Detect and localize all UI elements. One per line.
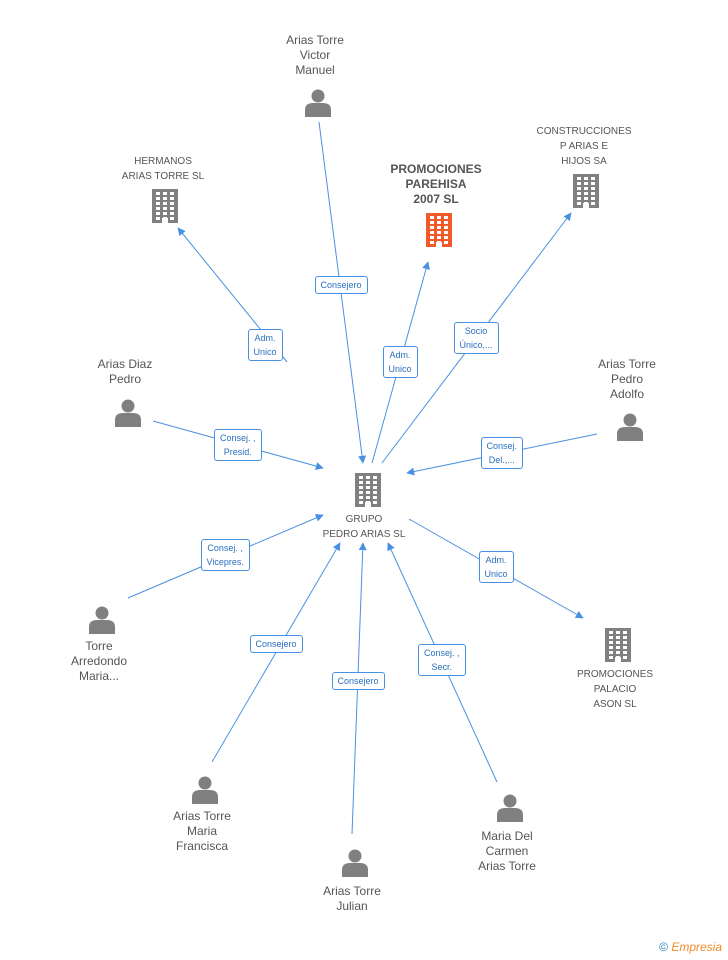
node-label-francisca[interactable]: Arias Torre Maria Francisca: [173, 809, 231, 853]
node-label-promociones_parehisa[interactable]: PROMOCIONES PAREHISA 2007 SL: [390, 162, 482, 206]
adolfo-person-icon[interactable]: [617, 413, 643, 442]
carmen-person-icon[interactable]: [497, 794, 523, 823]
promociones_parehisa-building-icon[interactable]: [426, 213, 452, 247]
node-label-diaz[interactable]: Arias Diaz Pedro: [97, 357, 153, 386]
edge-label-victor-to-grupo[interactable]: Consejero: [314, 276, 368, 294]
construcciones-building-icon[interactable]: [573, 174, 599, 208]
edge-label-grupo-to-palacio[interactable]: Adm. Unico: [478, 551, 514, 583]
grupo-building-icon[interactable]: [355, 473, 381, 507]
edge-label-grupo-to-construcciones[interactable]: Socio Único,...: [453, 322, 499, 354]
palacio-building-icon[interactable]: [605, 628, 631, 662]
edge-label-grupo-to-hermanos[interactable]: Adm. Unico: [247, 329, 283, 361]
edge-label-grupo-to-promociones_parehisa[interactable]: Adm. Unico: [382, 346, 418, 378]
edge-label-francisca-to-grupo[interactable]: Consejero: [249, 635, 303, 653]
node-label-grupo[interactable]: GRUPO PEDRO ARIAS SL: [322, 514, 406, 540]
edge-label-carmen-to-grupo[interactable]: Consej. , Secr.: [418, 644, 466, 676]
brand-name: Empresia: [671, 940, 722, 954]
edge-label-diaz-to-grupo[interactable]: Consej. , Presid.: [214, 429, 262, 461]
node-label-victor[interactable]: Arias Torre Victor Manuel: [286, 33, 344, 77]
node-label-carmen[interactable]: Maria Del Carmen Arias Torre: [478, 829, 536, 873]
node-label-construcciones[interactable]: CONSTRUCCIONES P ARIAS E HIJOS SA: [536, 126, 632, 167]
victor-person-icon[interactable]: [305, 89, 331, 118]
francisca-person-icon[interactable]: [192, 776, 218, 805]
hermanos-building-icon[interactable]: [152, 189, 178, 223]
node-label-adolfo[interactable]: Arias Torre Pedro Adolfo: [598, 357, 656, 401]
edge-label-julian-to-grupo[interactable]: Consejero: [331, 672, 385, 690]
node-label-hermanos[interactable]: HERMANOS ARIAS TORRE SL: [121, 156, 205, 182]
edge-label-arredondo-to-grupo[interactable]: Consej. , Vicepres.: [200, 539, 250, 571]
brand-footer[interactable]: © Empresia: [659, 940, 722, 954]
diaz-person-icon[interactable]: [115, 399, 141, 428]
julian-person-icon[interactable]: [342, 849, 368, 878]
arredondo-person-icon[interactable]: [89, 606, 115, 635]
node-label-julian[interactable]: Arias Torre Julian: [323, 884, 381, 913]
edge-label-adolfo-to-grupo[interactable]: Consej. Del.,...: [480, 437, 524, 469]
node-label-palacio[interactable]: PROMOCIONES PALACIO ASON SL: [576, 669, 654, 710]
node-label-arredondo[interactable]: Torre Arredondo Maria...: [70, 639, 128, 683]
copyright-icon: ©: [659, 940, 668, 954]
